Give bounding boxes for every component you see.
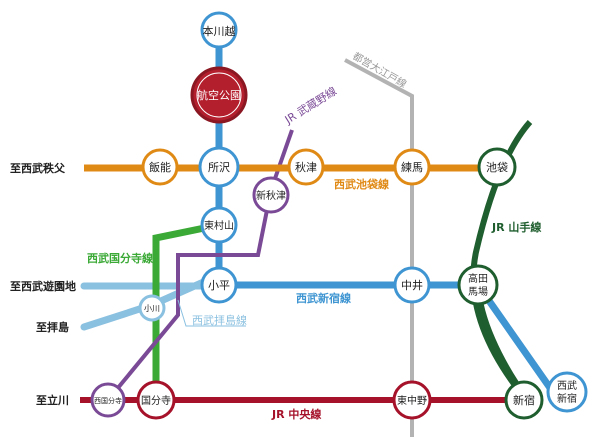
station-nakai[interactable]: 中井: [393, 266, 431, 304]
station-label: 中井: [401, 278, 423, 292]
station-ogawa[interactable]: 小川: [138, 294, 166, 322]
station-seibu-shinjuku[interactable]: 西武 新宿: [546, 371, 588, 413]
station-label: 高田: [468, 272, 488, 285]
station-akitsu[interactable]: 秋津: [287, 148, 325, 186]
station-ikebukuro[interactable]: 池袋: [477, 147, 517, 187]
station-label: 新宿: [557, 392, 577, 405]
station-label: 所沢: [208, 160, 230, 174]
station-label: 国分寺: [141, 395, 171, 407]
station-label: 本川越: [203, 24, 236, 38]
station-label: 西国分寺: [94, 396, 122, 405]
station-label: 東中野: [397, 394, 427, 407]
oedo-line: [344, 58, 414, 437]
station-honkawagoe[interactable]: 本川越: [200, 11, 238, 49]
station-label: 東村山: [204, 219, 234, 232]
dest-chichibu: 至西武秩父: [10, 161, 66, 175]
kokubunji-line-label: 西武国分寺線: [87, 251, 153, 265]
shinjuku-line-label: 西武新宿線: [296, 291, 351, 305]
station-label: 池袋: [486, 160, 508, 174]
station-kokubunji[interactable]: 国分寺: [136, 380, 176, 420]
dest-tachikawa: 至立川: [36, 393, 69, 407]
station-higashi-nakano[interactable]: 東中野: [392, 380, 432, 420]
station-hanno[interactable]: 飯能: [141, 148, 179, 186]
station-shinjuku[interactable]: 新宿: [504, 380, 544, 420]
dest-haijima: 至拝島: [36, 320, 69, 334]
dest-yuenchi: 至西武遊園地: [10, 279, 76, 293]
station-label: 飯能: [149, 160, 171, 174]
station-label: 小平: [208, 279, 230, 292]
station-kodaira[interactable]: 小平: [200, 266, 238, 304]
station-higashimurayama[interactable]: 東村山: [200, 206, 238, 244]
station-label: 秋津: [295, 160, 317, 174]
station-label: 西武: [557, 379, 577, 392]
ikebukuro-line-label: 西武池袋線: [334, 177, 389, 191]
kokubunji-line: [152, 221, 220, 400]
station-koku-koen[interactable]: 航空公園: [190, 66, 248, 124]
station-label: 航空公園: [197, 88, 241, 102]
station-nishi-kokubunji[interactable]: 西国分寺: [90, 382, 126, 418]
station-label: 練馬: [401, 160, 423, 174]
haijima-line-label: 西武拝島線: [192, 313, 247, 327]
haijima-line-callout: 西武拝島線: [177, 299, 247, 327]
station-shin-akitsu[interactable]: 新秋津: [252, 176, 290, 214]
station-takadanobaba[interactable]: 高田 馬場: [457, 264, 499, 306]
yamanote-line-label: JR 山手線: [491, 220, 541, 234]
musashino-line-label: JR 武蔵野線: [281, 84, 339, 127]
station-label: 馬場: [468, 285, 488, 298]
station-label: 新宿: [513, 393, 535, 407]
station-nerima[interactable]: 練馬: [393, 148, 431, 186]
chuo-line-label: JR 中央線: [271, 407, 321, 421]
station-label: 小川: [144, 304, 160, 313]
oedo-line-label: 都営大江戸線: [351, 49, 409, 90]
station-label: 新秋津: [256, 189, 286, 202]
station-tokorozawa[interactable]: 所沢: [198, 146, 240, 188]
